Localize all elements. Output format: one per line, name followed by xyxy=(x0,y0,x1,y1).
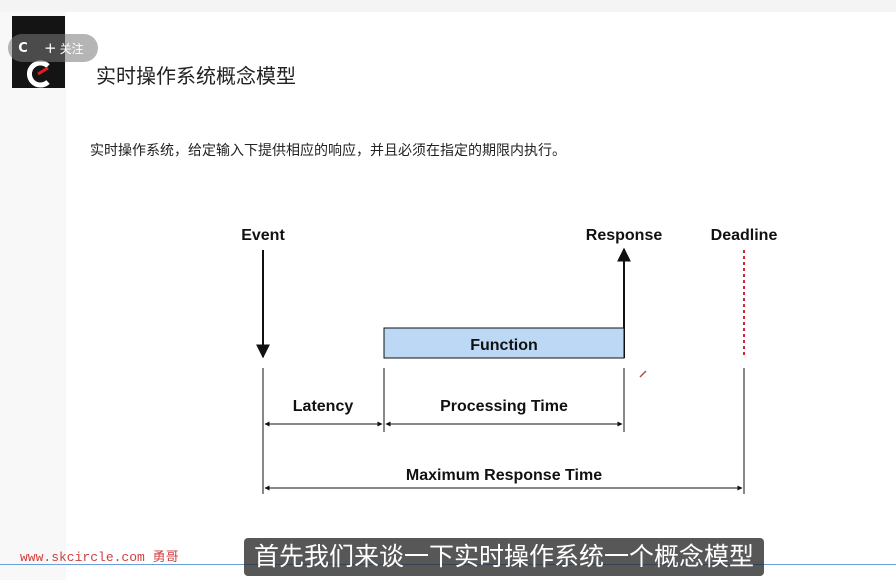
event-label: Event xyxy=(241,227,285,244)
watermark: www.skcircle.com 勇哥 xyxy=(20,550,179,565)
follow-badge-icon: C xyxy=(18,40,28,56)
function-box xyxy=(383,327,625,359)
follow-button[interactable]: C + 关注 xyxy=(8,34,98,62)
function-label: Function xyxy=(470,337,538,354)
video-subtitle: 首先我们来谈一下实时操作系统一个概念模型 xyxy=(244,538,765,576)
response-label: Response xyxy=(586,227,663,244)
pen-cursor-icon xyxy=(639,370,647,378)
slide-title: 实时操作系统概念模型 xyxy=(96,64,296,88)
logo-mark-icon xyxy=(27,60,50,88)
slide-canvas xyxy=(66,12,896,580)
max-response-time-label: Maximum Response Time xyxy=(406,467,602,484)
top-bar xyxy=(0,0,896,12)
slide-description: 实时操作系统，给定输入下提供相应的响应，并且必须在指定的期限内执行。 xyxy=(90,143,566,159)
follow-label: 关注 xyxy=(59,41,84,56)
deadline-label: Deadline xyxy=(711,227,778,244)
processing-time-label: Processing Time xyxy=(440,398,568,415)
plus-icon: + xyxy=(44,39,57,57)
latency-label: Latency xyxy=(293,398,354,415)
left-strip xyxy=(0,12,66,580)
